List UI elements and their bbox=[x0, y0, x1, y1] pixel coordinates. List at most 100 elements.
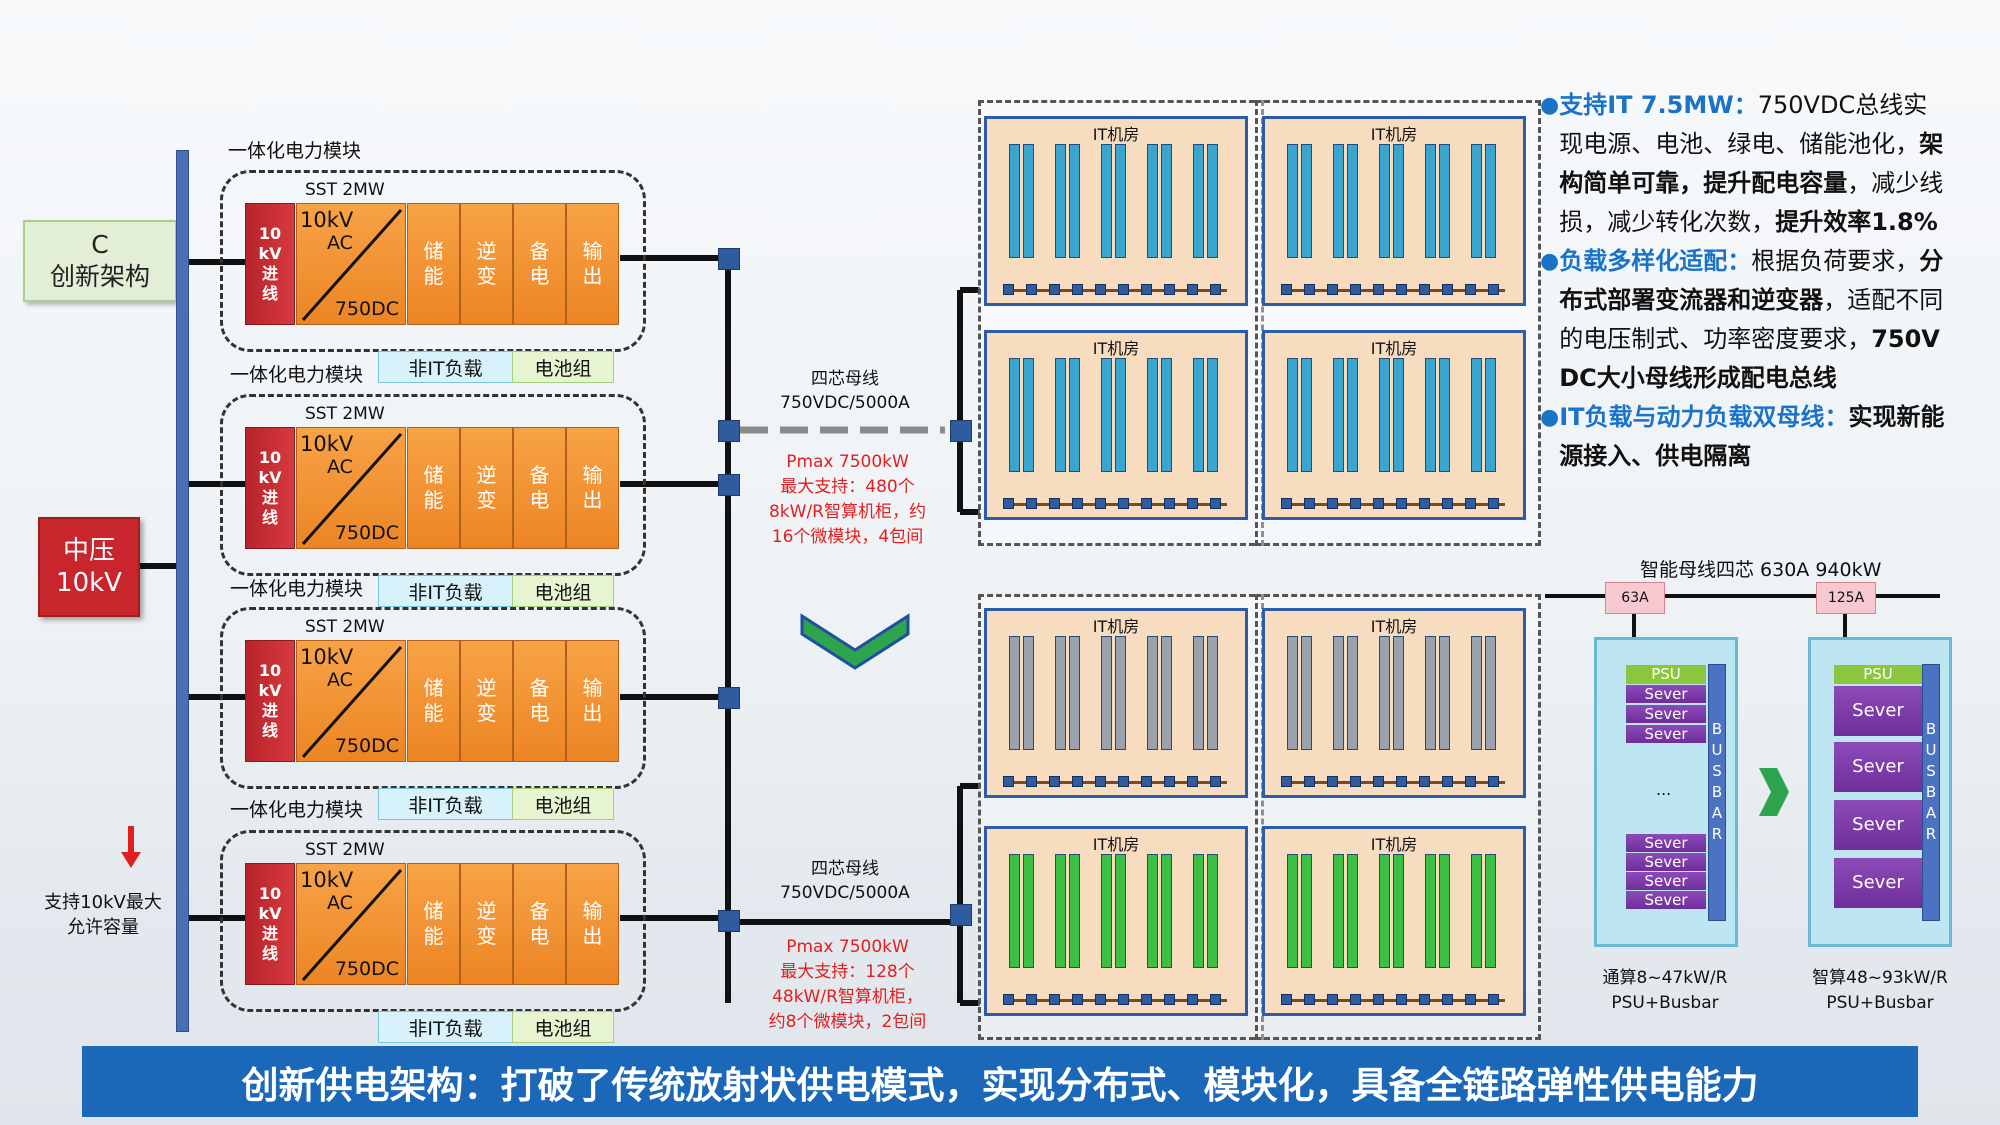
module-title: 一体化电力模块 bbox=[228, 140, 362, 162]
rack-connector bbox=[1003, 498, 1014, 509]
bullet-item: ● IT负载与动力负载双母线：实现新能源接入、供电隔离 bbox=[1540, 398, 1946, 476]
rack-connector bbox=[1049, 498, 1060, 509]
server-rack bbox=[1347, 358, 1358, 472]
10kv-inlet-cell: 10 kV 进 线 bbox=[245, 863, 295, 985]
busbar-letter: A bbox=[1711, 804, 1723, 822]
inlet-jin: 进 bbox=[261, 264, 278, 283]
server-rack bbox=[1347, 854, 1358, 968]
stage-char: 逆 bbox=[476, 899, 497, 923]
server-rack bbox=[1023, 144, 1034, 258]
rack-connector bbox=[1281, 776, 1292, 787]
server-rack bbox=[1207, 636, 1218, 750]
note-line: 48kW/R智算机柜， bbox=[772, 987, 923, 1007]
stage-char: 备 bbox=[529, 676, 550, 700]
rack-connector bbox=[1141, 284, 1152, 295]
server-rack bbox=[1333, 358, 1344, 472]
ac-dc-converter: 10kV AC 750DC bbox=[296, 640, 406, 762]
inlet-10: 10 bbox=[258, 884, 282, 903]
server-rack bbox=[1301, 144, 1312, 258]
stage-char: 能 bbox=[423, 264, 444, 288]
green-chevron-right-icon bbox=[1759, 768, 1789, 816]
conv-10kv: 10kV bbox=[300, 868, 354, 892]
rack-connector bbox=[1164, 498, 1175, 509]
stage-char: 变 bbox=[476, 488, 497, 512]
rack-connector bbox=[1187, 498, 1198, 509]
busbar-letter: U bbox=[1925, 741, 1937, 759]
rack-connector bbox=[1049, 994, 1060, 1005]
inlet-xian: 线 bbox=[261, 508, 278, 527]
rack-connector bbox=[1095, 994, 1106, 1005]
bullet-part: 提升效率1.8% bbox=[1775, 208, 1938, 236]
module-title: 一体化电力模块 bbox=[230, 364, 364, 386]
inlet-kv: kV bbox=[258, 244, 282, 263]
busbar-letter: B bbox=[1711, 720, 1723, 738]
server-rack bbox=[1147, 144, 1158, 258]
rack-connector bbox=[1373, 776, 1384, 787]
smart-busbar-title: 智能母线四芯 630A 940kW bbox=[1640, 559, 1882, 581]
rack-connector bbox=[1003, 994, 1014, 1005]
stage-char: 电 bbox=[529, 924, 550, 948]
stage-char: 电 bbox=[529, 701, 550, 725]
note-line: 最大支持：128个 bbox=[780, 962, 915, 982]
server-rack bbox=[1425, 144, 1436, 258]
conv-750dc: 750DC bbox=[334, 958, 399, 980]
stage-char: 能 bbox=[423, 701, 444, 725]
server-rack bbox=[1055, 636, 1066, 750]
stage-char: 出 bbox=[582, 264, 603, 288]
mv-line2: 10kV bbox=[56, 568, 122, 598]
left-rack-caption: 通算8~47kW/R PSU+Busbar bbox=[1580, 966, 1750, 1016]
bullet-dot-icon: ● bbox=[1540, 249, 1560, 274]
server-unit: Sever bbox=[1626, 685, 1706, 703]
server-rack bbox=[1115, 358, 1126, 472]
vertical-10kv-bus bbox=[176, 150, 189, 1032]
rack-connector bbox=[1396, 994, 1407, 1005]
battery-group: 电池组 bbox=[512, 575, 614, 607]
bullet-part: 750VDC总线实现电源、电池、绿电、储能池化， bbox=[1559, 91, 1928, 158]
busbar-letter: A bbox=[1925, 804, 1937, 822]
server-rack bbox=[1471, 636, 1482, 750]
server-rack bbox=[1207, 358, 1218, 472]
green-chevron-down-icon bbox=[800, 613, 910, 670]
server-rack bbox=[1009, 636, 1020, 750]
bus-junction bbox=[718, 687, 740, 709]
rack-connector bbox=[1350, 994, 1361, 1005]
rack-connector bbox=[1118, 284, 1129, 295]
conv-750dc: 750DC bbox=[334, 298, 399, 320]
rack-connector bbox=[1281, 498, 1292, 509]
server-rack bbox=[1379, 636, 1390, 750]
server-rack bbox=[1301, 358, 1312, 472]
bus-top-note: Pmax 7500kW 最大支持：480个 8kW/R智算机柜，约 16个微模块… bbox=[745, 450, 950, 550]
bus-rating: 750VDC/5000A bbox=[780, 393, 910, 413]
conv-750dc: 750DC bbox=[334, 522, 399, 544]
rate-63a: 63A bbox=[1605, 582, 1665, 614]
mv-line1: 中压 bbox=[62, 536, 115, 566]
inlet-10: 10 bbox=[258, 448, 282, 467]
bus-label-bottom: 四芯母线 750VDC/5000A bbox=[770, 857, 920, 905]
server-rack bbox=[1115, 636, 1126, 750]
bullet-dot-icon: ● bbox=[1540, 405, 1560, 430]
stage-inverter: 逆变 bbox=[460, 427, 513, 549]
server-unit: Sever bbox=[1626, 725, 1706, 743]
stage-char: 能 bbox=[423, 924, 444, 948]
bus-label-top: 四芯母线 750VDC/5000A bbox=[770, 367, 920, 415]
server-rack bbox=[1485, 358, 1496, 472]
server-rack bbox=[1485, 636, 1496, 750]
stage-char: 变 bbox=[476, 701, 497, 725]
medium-voltage-box: 中压 10kV bbox=[38, 517, 140, 617]
rack-connector bbox=[1327, 776, 1338, 787]
server-rack bbox=[1147, 358, 1158, 472]
it-room-label: IT机房 bbox=[1092, 125, 1140, 144]
server-rack bbox=[1193, 636, 1204, 750]
rack-connector bbox=[1141, 994, 1152, 1005]
inlet-10: 10 bbox=[258, 661, 282, 680]
bullet-part: 根据负荷要求， bbox=[1751, 247, 1920, 275]
stage-char: 能 bbox=[423, 488, 444, 512]
c-box-line1: C bbox=[91, 230, 109, 259]
inlet-xian: 线 bbox=[261, 944, 278, 963]
c-innovation-box: C 创新架构 bbox=[23, 220, 177, 302]
rack-connector bbox=[1072, 994, 1083, 1005]
stage-char: 输 bbox=[582, 239, 603, 263]
red-down-arrow-icon bbox=[121, 826, 141, 868]
server-rack bbox=[1101, 854, 1112, 968]
